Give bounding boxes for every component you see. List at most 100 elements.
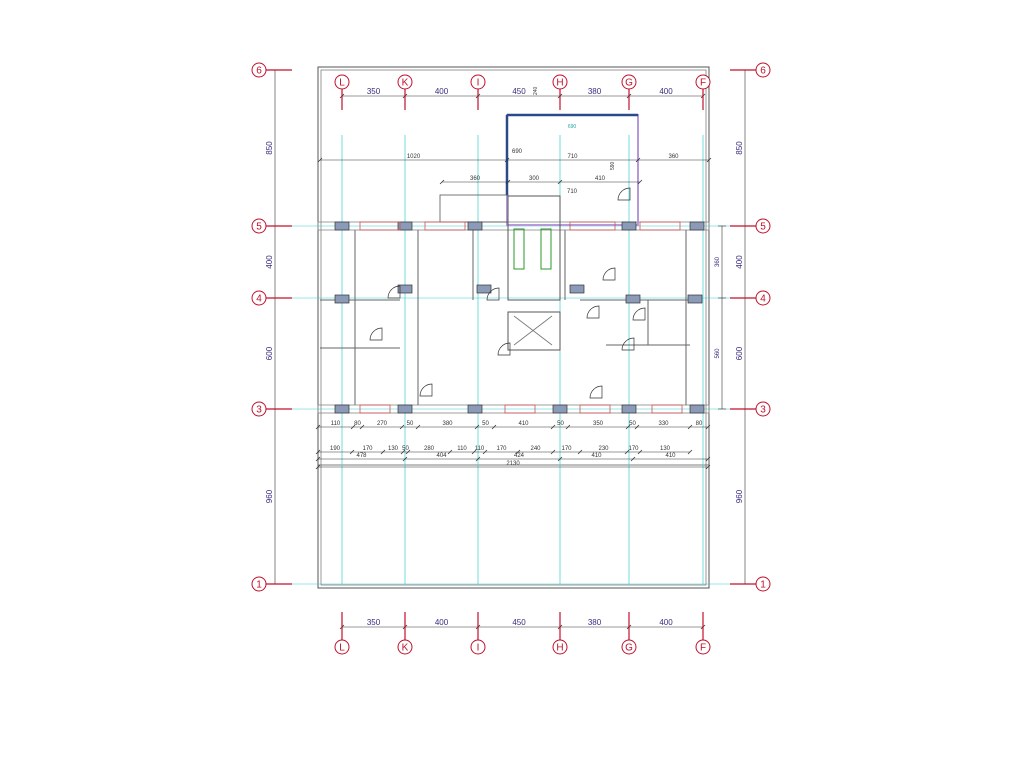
stair-core — [507, 195, 561, 301]
dimension-tick — [415, 424, 421, 430]
structural-column — [397, 221, 413, 231]
grid-bubble — [397, 639, 413, 655]
structural-column — [334, 221, 350, 231]
outer-frame — [317, 66, 710, 589]
dimension-tick — [706, 157, 712, 163]
dimension-tick — [474, 424, 480, 430]
dimension-tick — [577, 449, 583, 455]
dimension-label: 400 — [265, 255, 274, 269]
window — [424, 221, 466, 231]
dimension-label: 410 — [665, 453, 676, 459]
inner-frame — [320, 69, 707, 586]
dimension-tick — [630, 456, 636, 462]
grid-bubble — [251, 576, 267, 592]
structural-column — [625, 294, 641, 304]
dimension-label: 270 — [377, 421, 388, 427]
grid-bubble — [470, 74, 486, 90]
dimension-label: 170 — [628, 446, 639, 452]
dimension-tick — [557, 456, 563, 462]
dimension-label: 410 — [595, 176, 606, 182]
dimension-label: 400 — [435, 618, 449, 627]
grid-bubble-label: 3 — [760, 405, 766, 416]
door-swing — [589, 385, 603, 399]
structural-column — [397, 404, 413, 414]
structural-column — [397, 284, 413, 294]
grid-bubble — [755, 290, 771, 306]
dimension-label: 600 — [265, 346, 274, 360]
dimension-tick — [637, 449, 643, 455]
dimension-label: 170 — [362, 446, 373, 452]
dimension-tick — [475, 456, 481, 462]
dimension-label: 170 — [561, 446, 572, 452]
dimension-label: 600 — [735, 346, 744, 360]
window — [651, 404, 683, 414]
stair-flight-right — [540, 228, 552, 270]
dimension-label: 380 — [588, 618, 602, 627]
dimension-label: 400 — [735, 255, 744, 269]
dimension-label: 50 — [407, 421, 414, 427]
dimension-tick — [471, 449, 477, 455]
grid-bubble-label: I — [477, 643, 480, 654]
grid-bubble — [251, 401, 267, 417]
structural-column — [467, 221, 483, 231]
dimension-label: 230 — [598, 446, 609, 452]
structural-column — [687, 294, 703, 304]
dimension-tick — [565, 424, 571, 430]
grid-bubble — [251, 218, 267, 234]
dimension-label: 478 — [356, 453, 367, 459]
dimension-label: 380 — [588, 87, 602, 96]
dimension-tick — [634, 424, 640, 430]
dimension-tick — [504, 157, 510, 163]
door-swing — [369, 327, 383, 341]
dimension-label: 50 — [629, 421, 636, 427]
grid-bubble-label: 6 — [760, 66, 766, 77]
dimension-label: 850 — [735, 141, 744, 155]
grid-bubble-label: 1 — [760, 580, 766, 591]
grid-bubble-label: K — [402, 643, 409, 654]
grid-bubble-label: F — [700, 643, 706, 654]
grid-bubble — [695, 639, 711, 655]
grid-bubble-label: L — [339, 78, 345, 89]
grid-bubble — [397, 74, 413, 90]
dimension-label: 450 — [512, 87, 526, 96]
window — [504, 404, 536, 414]
dimension-tick — [400, 449, 406, 455]
grid-bubble-label: G — [625, 78, 633, 89]
dimension-tick — [380, 449, 386, 455]
dimension-label: 710 — [567, 154, 578, 160]
dimension-label: 330 — [658, 421, 669, 427]
door-swing — [632, 307, 646, 321]
dimension-tick — [315, 424, 321, 430]
structural-column — [334, 294, 350, 304]
grid-bubble — [755, 62, 771, 78]
dimension-label: 240 — [530, 446, 541, 452]
structural-column — [467, 404, 483, 414]
dimension-tick — [350, 424, 356, 430]
grid-bubble-label: I — [477, 78, 480, 89]
dimension-tick — [550, 449, 556, 455]
dimension-tick — [315, 449, 321, 455]
dimension-label: 50 — [482, 421, 489, 427]
dimension-tick — [505, 179, 511, 185]
grid-bubble — [552, 74, 568, 90]
dimension-tick — [550, 424, 556, 430]
structural-column — [621, 221, 637, 231]
grid-bubble-label: H — [556, 643, 563, 654]
grid-bubble — [621, 74, 637, 90]
dimension-label: 130 — [388, 446, 399, 452]
dimension-label: 424 — [514, 453, 525, 459]
dimension-label: 350 — [593, 421, 604, 427]
dimension-label: 380 — [442, 421, 453, 427]
dimension-tick — [557, 179, 563, 185]
dimension-tick — [315, 456, 321, 462]
dimension-tick — [482, 449, 488, 455]
dimension-label: 400 — [659, 618, 673, 627]
dimension-label: 400 — [659, 87, 673, 96]
grid-bubble-label: 5 — [256, 222, 262, 233]
dimension-tick — [687, 424, 693, 430]
door-swing — [387, 285, 401, 299]
structural-column — [689, 404, 705, 414]
grid-bubble-label: 4 — [760, 294, 766, 305]
dimension-label: 590 — [610, 161, 616, 170]
